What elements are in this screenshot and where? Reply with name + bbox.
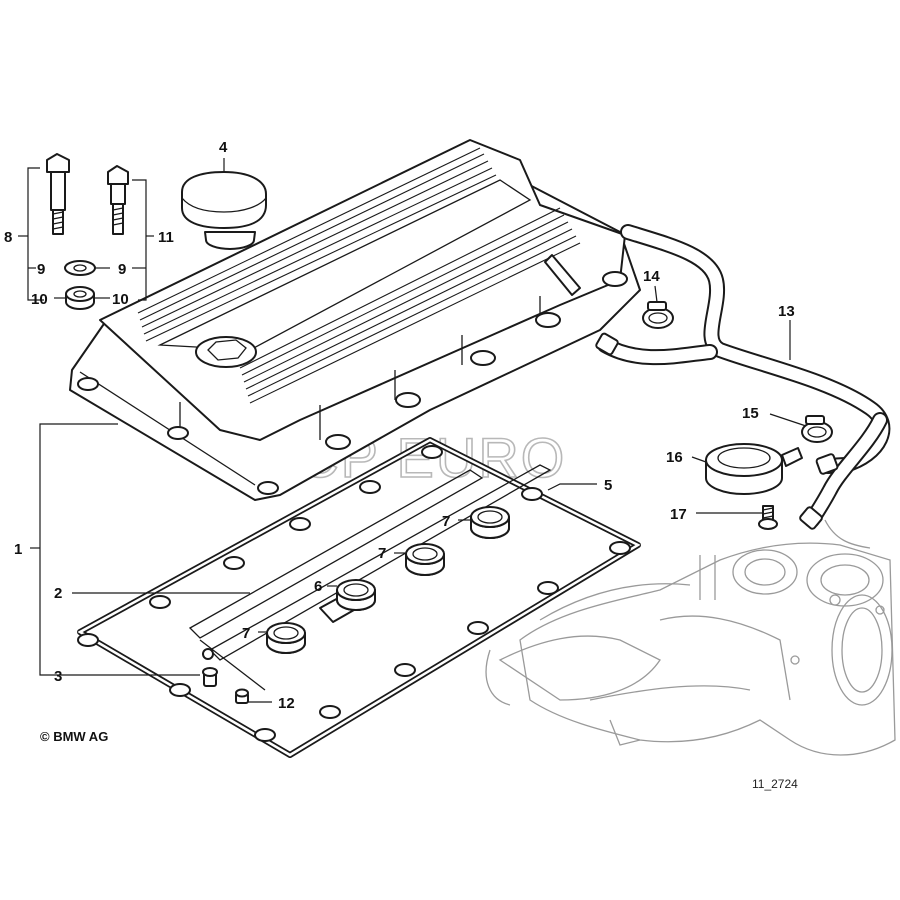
callout-5: 5 (604, 477, 612, 494)
breather-hose (595, 224, 891, 530)
callout-3: 3 (54, 668, 62, 685)
bushing-10 (65, 286, 95, 310)
callout-8: 8 (4, 229, 12, 246)
figure-number: 11_2724 (752, 777, 798, 791)
gasket-bolt-holes (77, 445, 631, 742)
callout-6: 6 (314, 578, 322, 595)
bolt-17 (758, 505, 778, 530)
hose-clamp-15 (801, 415, 833, 443)
callout-1: 1 (14, 541, 22, 558)
callout-7-bottom: 7 (242, 625, 250, 642)
gasket-outer (77, 437, 641, 758)
leader-lines (18, 158, 807, 703)
callout-9-right: 9 (118, 261, 126, 278)
mounting-bosses (77, 271, 628, 495)
callout-16: 16 (666, 449, 683, 466)
callout-2: 2 (54, 585, 62, 602)
oil-filler-cap (181, 171, 267, 250)
gasket-center (188, 464, 552, 691)
callout-7-top: 7 (442, 513, 450, 530)
callout-15: 15 (742, 405, 759, 422)
bolt-8 (46, 153, 70, 235)
seal-7-bottom (266, 622, 306, 654)
washer-9 (64, 260, 96, 276)
pressure-control-valve (705, 443, 803, 495)
seal-6-double (319, 579, 376, 623)
hose-clamp-14 (642, 301, 674, 329)
callout-4: 4 (219, 139, 228, 156)
bolt-11 (107, 165, 129, 235)
cooling-ribs (137, 147, 581, 404)
seal-7-top (470, 506, 510, 539)
bolt-3 (202, 667, 218, 687)
cap-12 (235, 688, 249, 704)
copyright-text: © BMW AG (40, 729, 108, 744)
callout-11: 11 (158, 229, 174, 246)
callout-13: 13 (778, 303, 795, 320)
grommet-small (202, 648, 214, 660)
callout-labels: 1 2 3 4 5 6 7 7 7 8 9 9 10 10 11 12 13 1… (4, 139, 795, 712)
callout-7-middle: 7 (378, 545, 386, 562)
callout-10-right: 10 (112, 291, 129, 308)
callout-9-left: 9 (37, 261, 45, 278)
seal-7-middle (405, 543, 445, 576)
intake-manifold-outline (485, 519, 896, 756)
spark-plug-seals (266, 506, 510, 654)
valve-cover (69, 139, 641, 501)
callout-14: 14 (643, 268, 660, 285)
callout-17: 17 (670, 506, 687, 523)
callout-10-left: 10 (31, 291, 48, 308)
callout-12: 12 (278, 695, 295, 712)
